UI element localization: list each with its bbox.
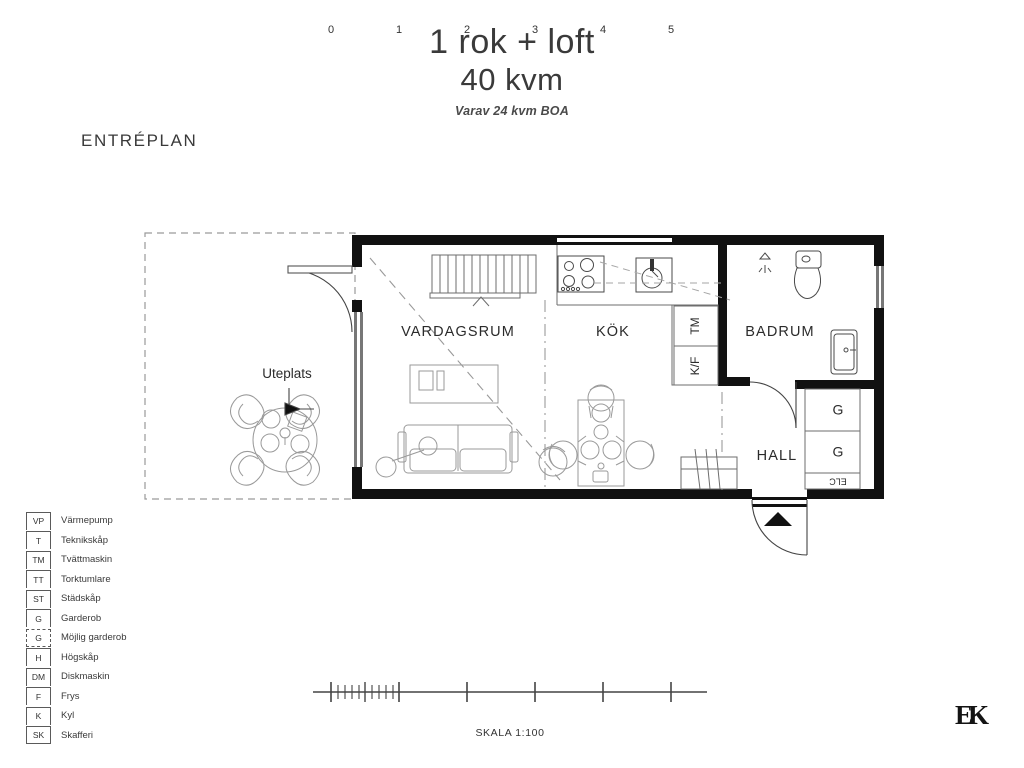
floor-lamp <box>375 436 438 478</box>
page-title: 1 rok + loft <box>429 23 595 61</box>
legend-label: Städskåp <box>61 593 101 605</box>
legend-label: Teknikskåp <box>61 534 108 546</box>
cooktop <box>557 255 605 293</box>
area-subtitle: Varav 24 kvm BOA <box>455 103 569 118</box>
legend-row: VP Värmepump <box>26 511 126 531</box>
legend-row: G Möjlig garderob <box>26 628 126 648</box>
legend-label: Kyl <box>61 710 75 722</box>
electrical-cabinet-tag: ELC <box>829 477 847 487</box>
interior-walls <box>718 245 875 389</box>
legend-code: H <box>26 648 51 667</box>
legend-label: Diskmaskin <box>61 671 110 683</box>
title-block: 1 rok + loft 40 kvm Varav 24 kvm BOA <box>0 22 1024 118</box>
legend-row: T Teknikskåp <box>26 531 126 551</box>
legend-code: ST <box>26 589 51 608</box>
room-label-badrum: BADRUM <box>745 324 814 340</box>
wardrobe-tag-1: G <box>833 402 844 418</box>
scale-tick-label: 5 <box>667 24 675 36</box>
scale-tick-label: 0 <box>327 24 335 36</box>
legend-table: VP Värmepump T Teknikskåp TM Tvättmaskin… <box>26 511 126 745</box>
scale-tick-label: 3 <box>531 24 539 36</box>
legend-label: Skafferi <box>61 729 94 741</box>
exterior-walls <box>352 235 884 507</box>
legend-code: SK <box>26 726 51 745</box>
armchair <box>538 446 568 477</box>
outdoor-label-uteplats: Uteplats <box>262 366 312 381</box>
scale-tick-label: 1 <box>395 24 403 36</box>
appliance-column <box>673 305 719 386</box>
legend-code-dashed: G <box>26 628 51 647</box>
room-label-vardagsrum: VARDAGSRUM <box>401 324 515 340</box>
legend-code: TM <box>26 550 51 569</box>
bathroom-sink <box>830 329 858 375</box>
shower-icon <box>758 252 772 273</box>
scale-tick-label: 2 <box>463 24 471 36</box>
scale-caption: SKALA 1:100 <box>475 727 545 739</box>
legend-code: TT <box>26 570 51 589</box>
toilet <box>793 250 822 299</box>
legend-row: DM Diskmaskin <box>26 667 126 687</box>
brand-logo: EK <box>955 700 989 730</box>
room-label-kok: KÖK <box>596 322 630 340</box>
legend-label: Högskåp <box>61 651 99 663</box>
legend-label: Möjlig garderob <box>61 632 127 644</box>
entrance-door <box>751 499 808 556</box>
patio-table-and-chairs <box>230 394 320 486</box>
area-title: 40 kvm <box>460 62 564 98</box>
legend-row: TM Tvättmaskin <box>26 550 126 570</box>
floor-level-label: ENTRÉPLAN <box>81 131 198 150</box>
bathroom-door <box>749 381 797 429</box>
legend-row: K Kyl <box>26 706 126 726</box>
legend-label: Torktumlare <box>61 573 111 585</box>
legend-code: VP <box>26 511 51 530</box>
legend-label: Frys <box>61 690 80 702</box>
patio-door <box>287 265 353 333</box>
void-indicator-line <box>369 257 561 481</box>
shoe-bench <box>680 448 738 490</box>
legend-code: DM <box>26 667 51 686</box>
entrance-arrow-icon <box>764 512 792 526</box>
legend-row: SK Skafferi <box>26 726 126 746</box>
legend-label: Tvättmaskin <box>61 554 113 566</box>
coffee-table <box>409 364 499 404</box>
legend-row: H Högskåp <box>26 648 126 668</box>
room-label-hall: HALL <box>757 448 798 464</box>
legend-code: F <box>26 687 51 706</box>
sofa <box>397 424 519 474</box>
legend-label: Värmepump <box>61 515 113 527</box>
view-direction-marker <box>284 388 314 416</box>
legend-row: G Garderob <box>26 609 126 629</box>
appliance-tag-kf: K/F <box>688 357 702 376</box>
kitchen-sink <box>635 257 673 293</box>
upper-cabinet-line <box>599 261 731 301</box>
legend-row: F Frys <box>26 687 126 707</box>
appliance-tag-tm: TM <box>688 317 702 334</box>
legend-row: ST Städskåp <box>26 589 126 609</box>
staircase <box>429 254 537 307</box>
scale-bar <box>313 682 707 702</box>
legend-label: Garderob <box>61 612 102 624</box>
legend-code: K <box>26 706 51 725</box>
wardrobe-tag-2: G <box>833 444 844 460</box>
dining-set <box>548 384 655 487</box>
legend-code: G <box>26 609 51 628</box>
legend-row: TT Torktumlare <box>26 570 126 590</box>
wardrobes <box>804 388 861 490</box>
scale-tick-label: 4 <box>599 24 607 36</box>
legend-code: T <box>26 531 51 550</box>
